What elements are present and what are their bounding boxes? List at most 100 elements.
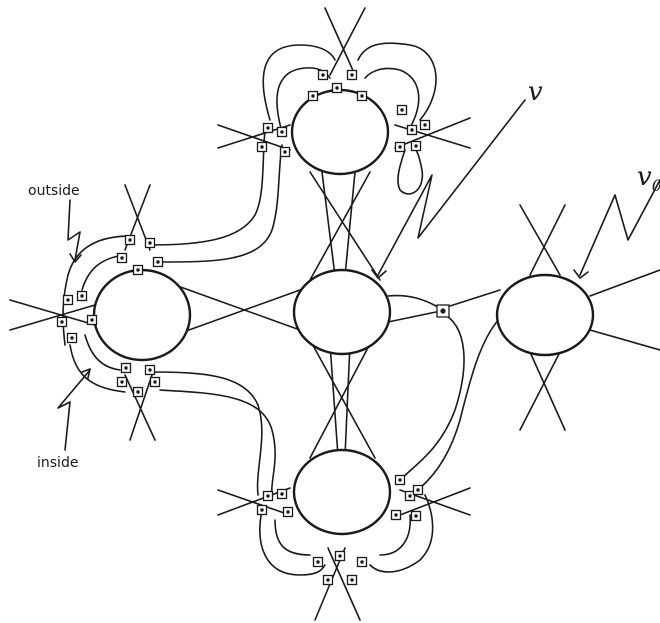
edge [174, 284, 301, 331]
left-ellipse [92, 268, 192, 362]
edge [394, 117, 471, 149]
edge [129, 374, 153, 441]
top-ellipse [290, 88, 390, 176]
crossing-node-dot [416, 488, 420, 492]
crossing-node-dot [156, 260, 160, 264]
arrow-outside-head [69, 253, 82, 263]
crossing-node-dot [423, 123, 427, 127]
lower-left-tube-outer [159, 389, 276, 496]
center-ellipse-v [292, 268, 392, 356]
lower-left-inner-arc [84, 334, 121, 371]
edge [344, 343, 351, 457]
edge [309, 339, 373, 459]
edge [327, 547, 361, 621]
edge [217, 489, 291, 516]
crossing-node-dot [283, 150, 287, 154]
crossing-node-dot [90, 318, 94, 322]
crossing-node-dot [410, 128, 414, 132]
edge [329, 7, 366, 76]
crossing-node-dot [80, 294, 84, 298]
crossing-node-dot [414, 144, 418, 148]
edge [529, 351, 566, 431]
arrow-v0-pointer [579, 179, 660, 276]
crossing-node-dot [136, 268, 140, 272]
top-right-hook [397, 144, 424, 195]
edge [589, 269, 660, 297]
edge [9, 304, 96, 331]
label-outside: outside [28, 183, 80, 199]
edge [174, 289, 301, 336]
crossing-node-dot [316, 560, 320, 564]
edge [589, 329, 660, 351]
edge [529, 204, 566, 276]
crossing-node-dot [260, 145, 264, 149]
edge [217, 124, 291, 151]
lower-left-outer-arc [69, 344, 126, 393]
crossing-node-dot [120, 256, 124, 260]
edge [519, 351, 561, 431]
crossing-node-dot [124, 366, 128, 370]
edge [519, 204, 561, 276]
label-v0: v0 [637, 162, 660, 195]
edge [309, 171, 371, 281]
crossing-node-dot [148, 368, 152, 372]
crossing-node-dot [60, 320, 64, 324]
edge [309, 339, 376, 459]
crossing-node-dot [335, 86, 339, 90]
edge [329, 343, 339, 457]
label-v: v [528, 77, 543, 107]
edge [9, 299, 96, 326]
arrow-inside-head [81, 368, 91, 379]
crossing-node-dot [311, 94, 315, 98]
edge [394, 124, 471, 149]
tube-curves [62, 42, 501, 576]
crossing-node-dot [66, 298, 70, 302]
crossing-node-dot [280, 492, 284, 496]
label-v0-sub: 0 [652, 176, 660, 195]
edge [449, 289, 501, 307]
annotation-arrows [57, 99, 660, 451]
crossing-node-dot [398, 145, 402, 149]
bottom-inner-loop [274, 514, 411, 556]
edges [9, 7, 660, 621]
crossing-node-dot [153, 380, 157, 384]
lower-left-tube-inner [149, 371, 263, 496]
labels: v v0 outside inside [28, 77, 660, 471]
arrow-v-pointer [377, 99, 526, 276]
crossing-node-dot [266, 126, 270, 130]
top-outer-loop [262, 42, 437, 121]
edge [387, 311, 437, 323]
crossing-node-dot [360, 94, 364, 98]
arrow-v0-head [573, 269, 589, 279]
crossing-node-dot [128, 238, 132, 242]
crossing-node-dot [280, 130, 284, 134]
arrow-outside-pointer [67, 199, 81, 261]
label-v0-main: v [637, 162, 652, 192]
crossing-node-dot [321, 73, 325, 77]
crossing-node-dot [326, 578, 330, 582]
crossing-node-dot [394, 513, 398, 517]
crossing-node-dot [120, 380, 124, 384]
ellipses [92, 88, 595, 536]
edge [124, 374, 156, 441]
crossing-node-dot [408, 494, 412, 498]
edge [399, 487, 471, 516]
crossing-node-dot [350, 578, 354, 582]
right-long-tube-a [399, 311, 465, 481]
upper-left-tube-inner [157, 144, 283, 263]
crossing-node-dot [414, 514, 418, 518]
center-to-dot [387, 294, 437, 307]
crossing-node-dot [136, 390, 140, 394]
crossing-nodes [56, 69, 450, 586]
crossing-node-dot [338, 554, 342, 558]
right-ellipse-v0 [495, 273, 595, 357]
crossing-node-dot [70, 336, 74, 340]
crossing-node-dot [440, 308, 446, 314]
edge [309, 171, 381, 281]
crossing-node-dot [266, 494, 270, 498]
edge [321, 171, 336, 277]
edge [324, 7, 356, 76]
right-long-tube-b [419, 317, 501, 489]
crossing-node-dot [148, 241, 152, 245]
